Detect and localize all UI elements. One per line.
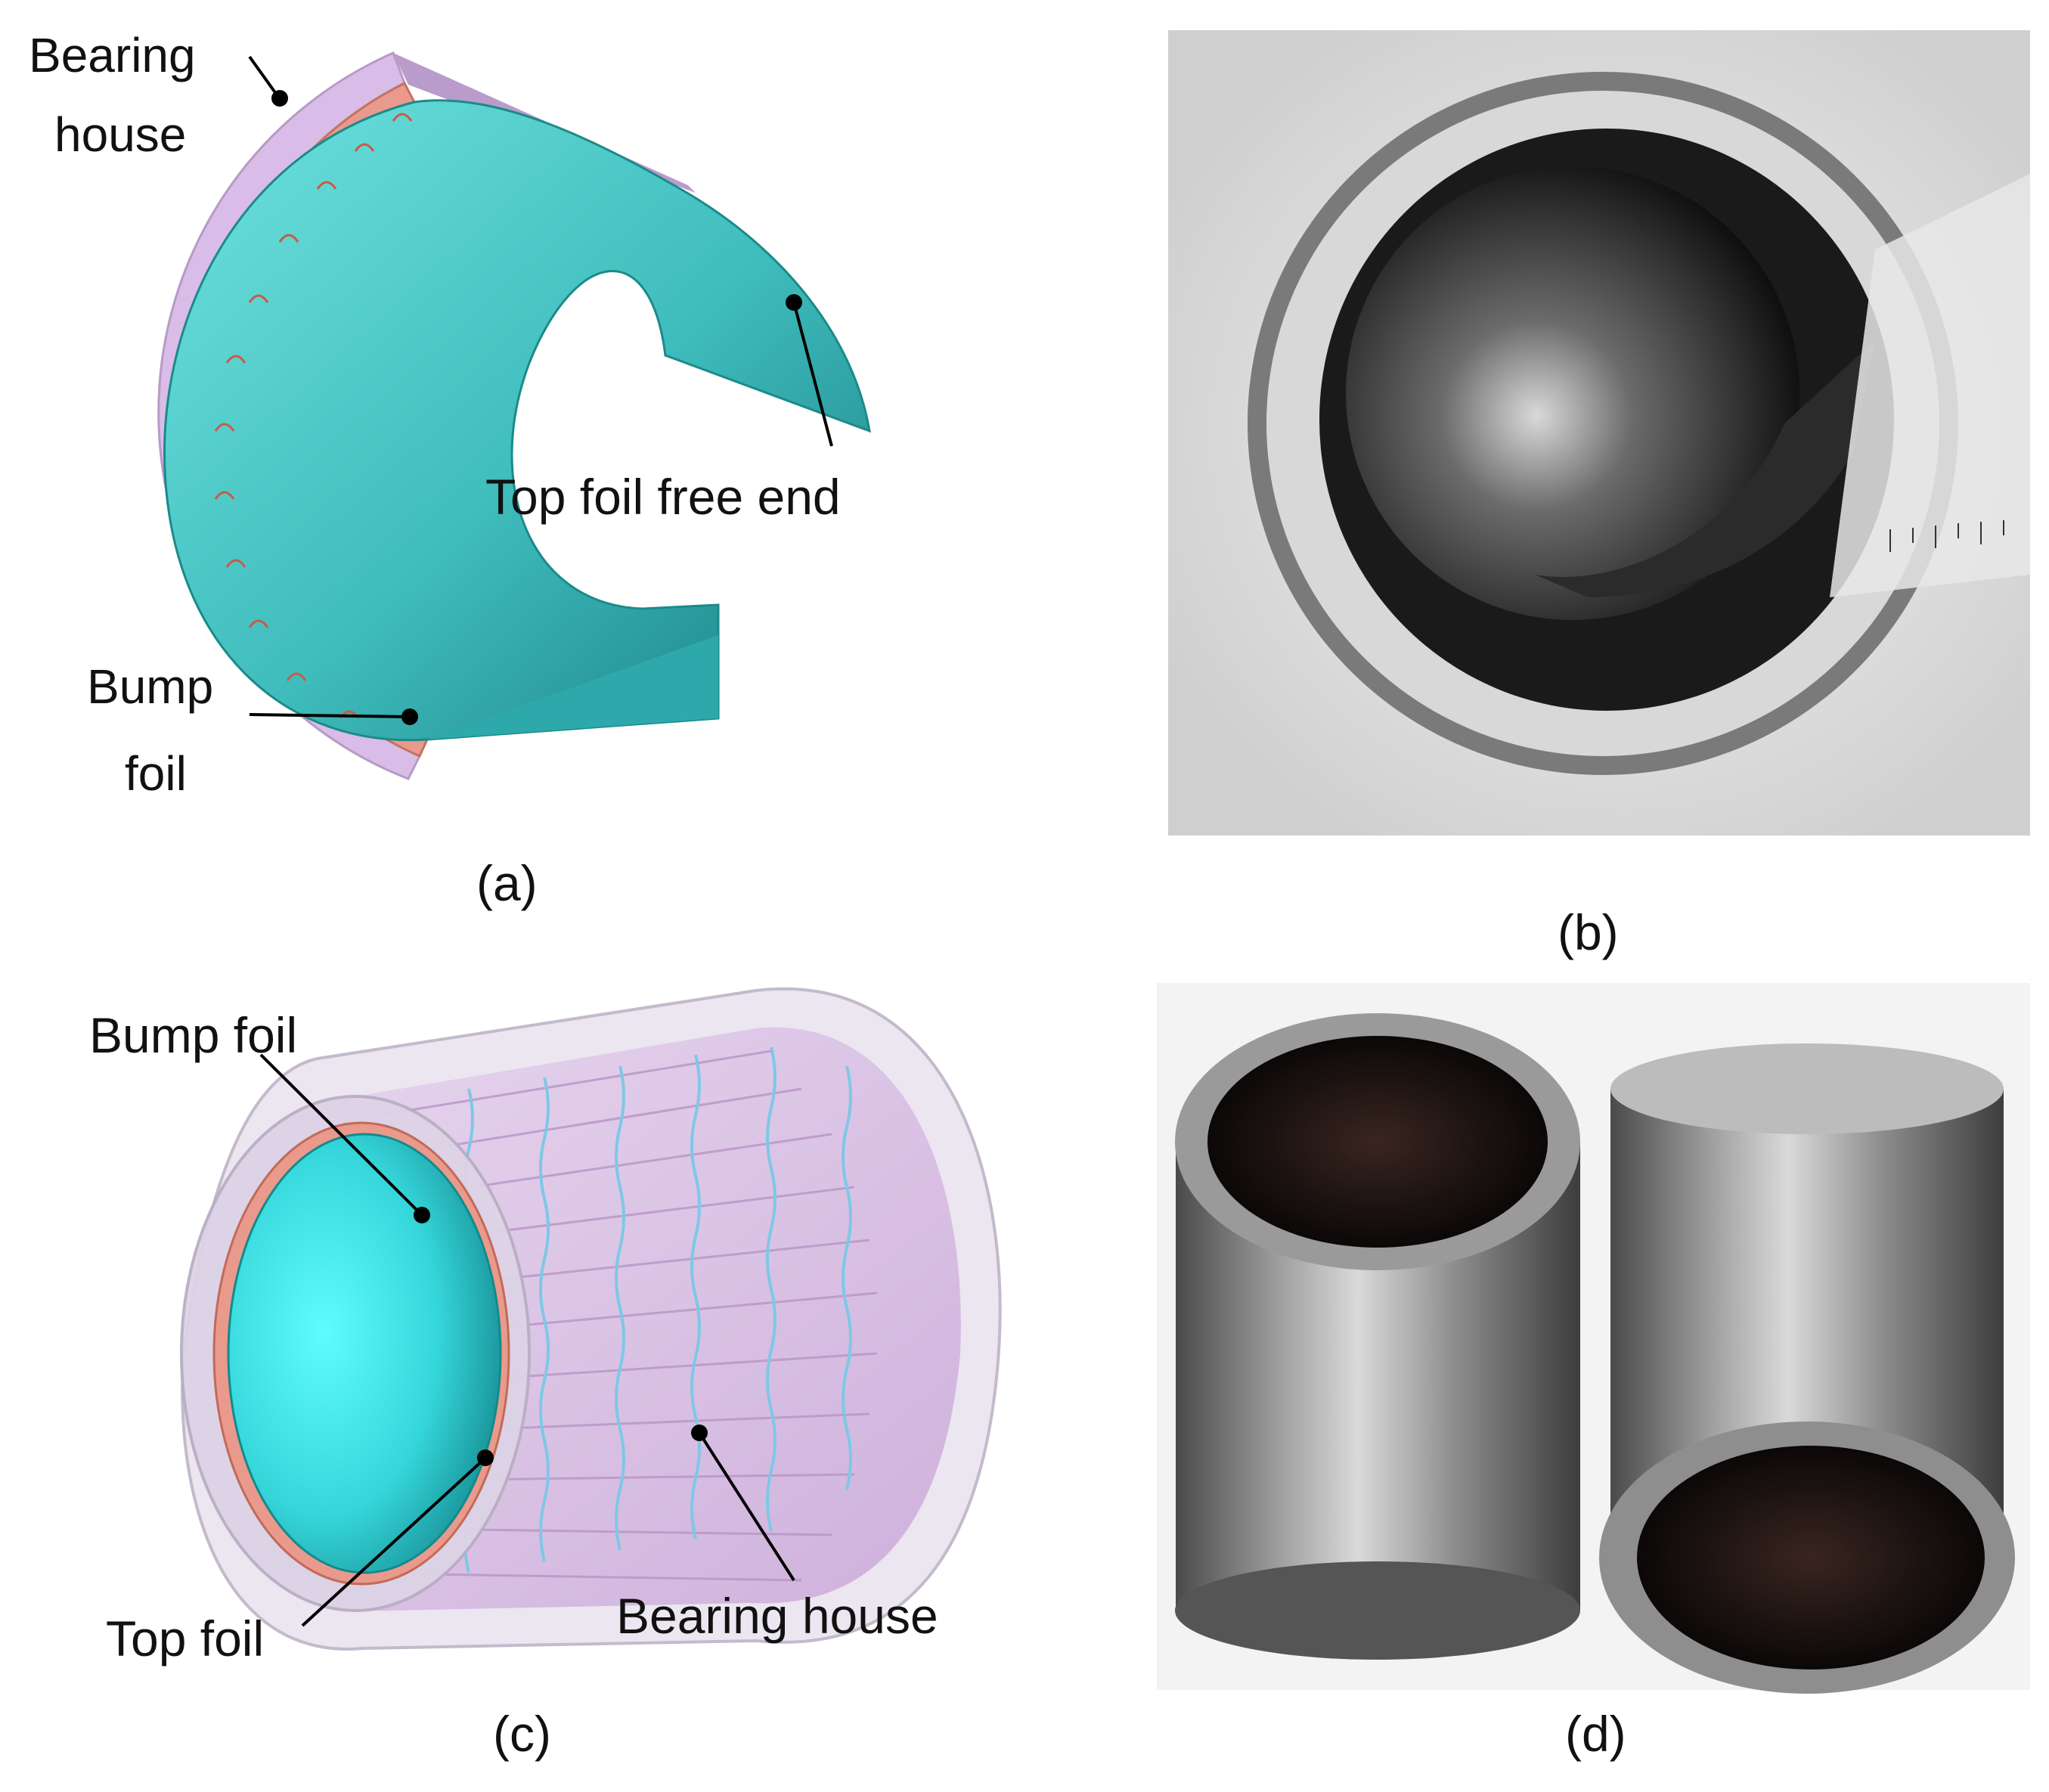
label-bump-foil-a-line1: Bump (87, 659, 213, 714)
label-bump-foil-c: Bump foil (89, 1007, 297, 1063)
label-bump-foil-a-line2: foil (125, 746, 187, 801)
label-bearing-house-line2: house (54, 107, 186, 162)
caption-b: (b) (1558, 904, 1619, 960)
leader-top-foil-free-end (792, 302, 833, 447)
leader-dot-top-foil-free-end (786, 294, 802, 311)
panel-c-drawing: Bump foil Top foil Bearing house (89, 987, 1002, 1666)
photo-b-top-foil (1346, 166, 1799, 620)
label-top-foil-c: Top foil (106, 1611, 264, 1666)
photo-b-foil-overlap (1535, 340, 1875, 597)
photo-d-bushing-left-bore (1207, 1036, 1548, 1248)
caption-c: (c) (493, 1706, 551, 1762)
leader-bearing-house-a (248, 55, 280, 98)
photo-d-bushing-right-top (1610, 1043, 2004, 1134)
photo-d-bushing-right-bore (1637, 1446, 1985, 1670)
leader-dot-top-foil-c (477, 1449, 494, 1466)
panel-b-photo (1168, 30, 2030, 836)
photo-b-ruler (1830, 174, 2030, 597)
panel-d-photo (1157, 983, 2030, 1694)
photo-d-bushing-left-base (1175, 1561, 1580, 1660)
caption-a: (a) (476, 855, 538, 911)
top-foil-lip (427, 635, 718, 739)
leader-dot-bump-foil-c (414, 1207, 430, 1223)
photo-b-ruler-ticks (1889, 520, 2004, 552)
leader-dot-bearing-house-a (271, 90, 288, 107)
top-foil-inner (163, 99, 871, 742)
label-bearing-house-line1: Bearing (29, 28, 196, 82)
leader-bump-foil-c (259, 1053, 422, 1215)
leader-bearing-house-c (698, 1431, 795, 1582)
label-bearing-house-c: Bearing house (616, 1588, 938, 1644)
label-top-foil-free-end: Top foil free end (485, 469, 841, 525)
leader-top-foil-c (301, 1458, 485, 1627)
caption-d: (d) (1565, 1706, 1626, 1762)
leader-dot-bearing-house-c (691, 1425, 708, 1441)
top-foil-bore (227, 1133, 502, 1574)
leader-bump-foil-a (249, 713, 409, 718)
leader-dot-bump-foil-a (401, 708, 418, 725)
panel-a-drawing: Bearing house Top foil free end Bump foi… (29, 28, 871, 801)
